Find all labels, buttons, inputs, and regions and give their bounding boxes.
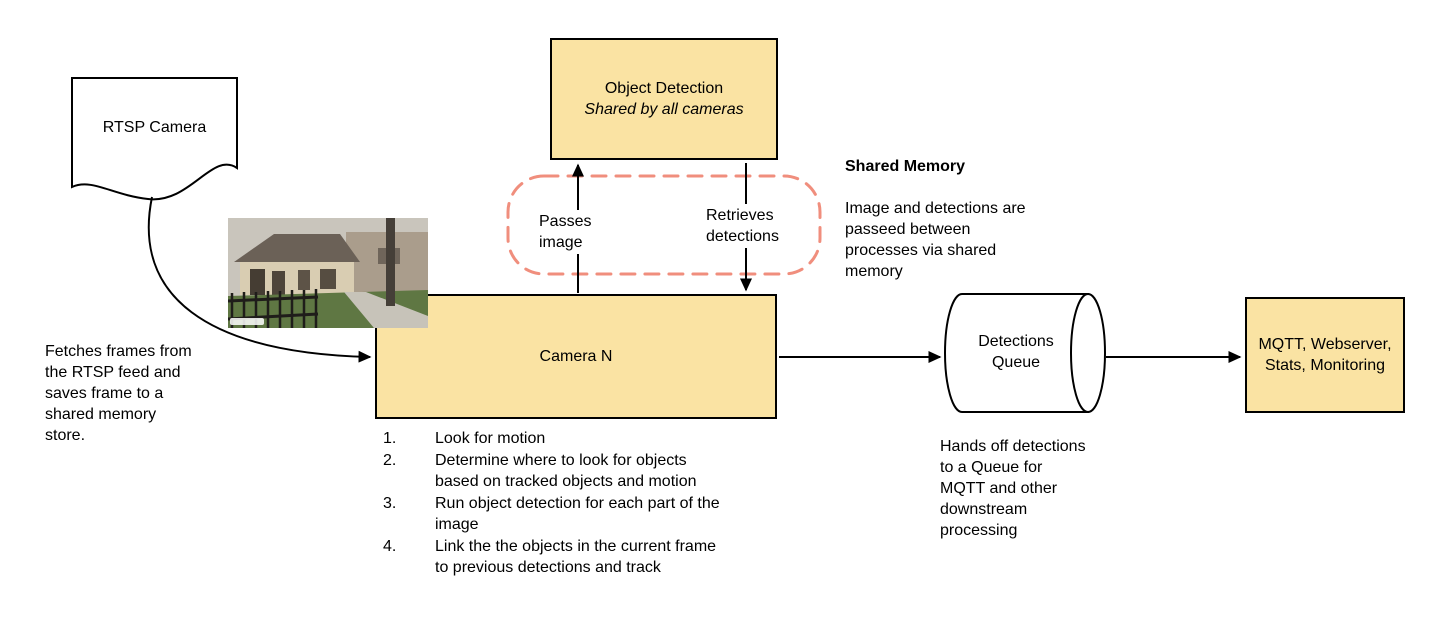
step-number: 2. [383,451,397,469]
photo-sidewalk [344,292,428,328]
step-number: 1. [383,430,397,447]
photo-house-roof [234,234,360,262]
photo-fence-bars [230,289,318,328]
detections-queue-end-cap [1070,293,1106,413]
detections-queue-shape [944,293,1089,413]
step-text: Link the the objects in the current fram… [435,537,717,577]
list-item: 1. Look for motion [383,428,793,450]
camera-n-node: Camera N [375,294,777,419]
list-item: 2. Determine where to look for objects b… [383,450,793,493]
photo-porch-post [386,218,395,306]
list-item: 4. Link the the objects in the current f… [383,536,793,579]
step-number: 4. [383,537,397,555]
shared-memory-boundary [506,174,822,276]
photo-house-window [298,270,310,290]
photo-house-window-2 [320,269,336,289]
outputs-label: MQTT, Webserver, Stats, Monitoring [1258,336,1392,374]
retrieves-detections-label: Retrieves detections [703,204,782,248]
camera-steps-list: 1. Look for motion 2. Determine where to… [383,428,793,579]
rtsp-to-camera-arrow [147,196,372,363]
passes-image-label: Passes image [536,210,595,254]
shared-memory-note: Shared Memory Image and detections are p… [845,135,1065,303]
step-text: Determine where to look for objects base… [435,451,697,491]
list-item: 3. Run object detection for each part of… [383,493,793,536]
step-text: Look for motion [435,430,546,447]
camera-n-label: Camera N [539,348,613,365]
object-detection-node: Object Detection Shared by all cameras [550,38,778,160]
shared-memory-body: Image and detections are passeed between… [845,200,1026,280]
fetches-frames-note: Fetches frames from the RTSP feed and sa… [45,343,192,444]
object-detection-title: Object Detection [604,80,724,97]
hands-off-note: Hands off detections to a Queue for MQTT… [940,438,1086,539]
shared-memory-title: Shared Memory [845,158,966,175]
outputs-node: MQTT, Webserver, Stats, Monitoring [1245,297,1405,413]
photo-house-door [250,269,265,295]
rtsp-camera-shape [71,77,238,201]
photo-watermark [230,318,264,325]
step-text: Run object detection for each part of th… [435,494,720,534]
detections-queue-label: Detections Queue [978,333,1054,371]
photo-house-door-2 [272,271,285,295]
camera-snapshot-photo [228,218,428,328]
step-number: 3. [383,494,397,512]
object-detection-subtitle: Shared by all cameras [584,101,744,118]
rtsp-camera-label: RTSP Camera [102,119,207,136]
